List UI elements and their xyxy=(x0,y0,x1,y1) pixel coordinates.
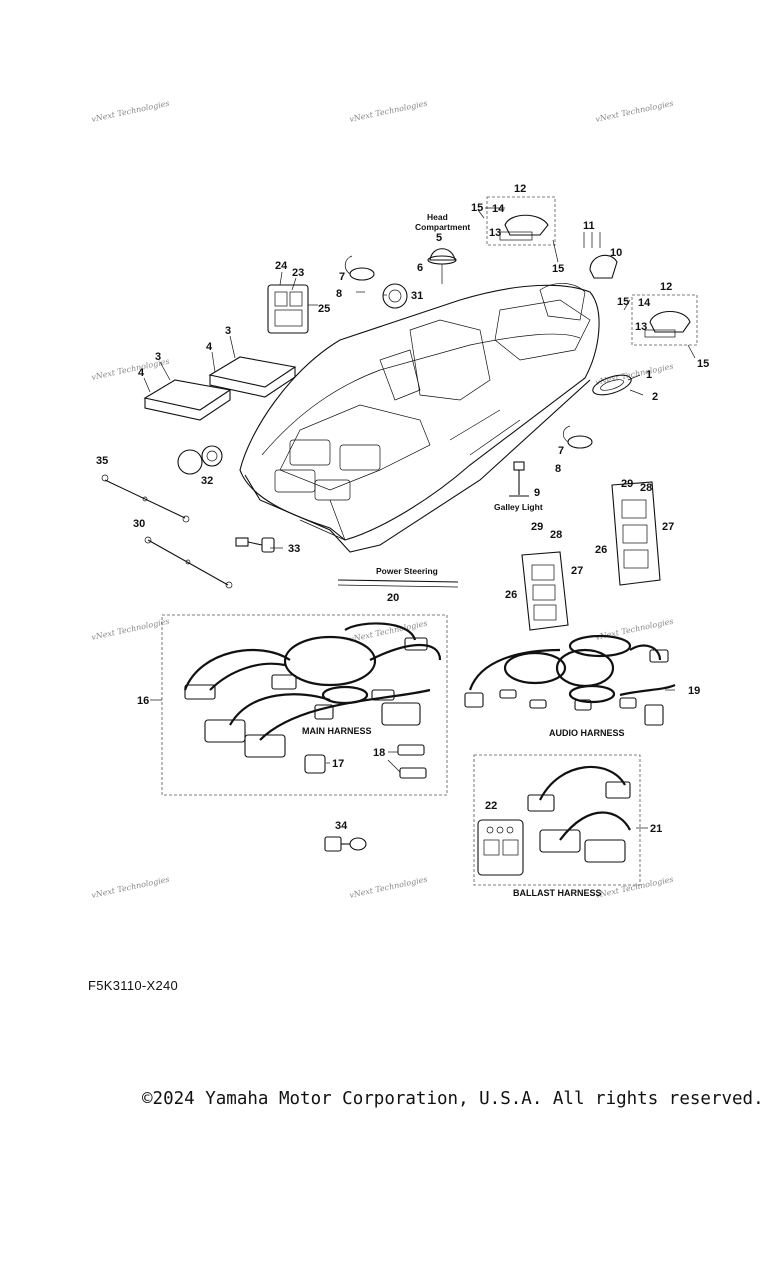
callout-26b: 26 xyxy=(595,544,607,556)
cable-30 xyxy=(144,536,233,589)
label-ballast-harness: BALLAST HARNESS xyxy=(513,888,602,898)
callouts: 1 2 3 3 4 4 5 6 7 7 8 8 9 10 11 12 12 13… xyxy=(96,183,709,835)
callout-34: 34 xyxy=(335,820,348,832)
watermark: vNext Technologies xyxy=(349,619,429,644)
audio-harness xyxy=(464,634,676,726)
watermarks: vNext Technologies vNext Technologies vN… xyxy=(91,99,675,900)
callout-19: 19 xyxy=(688,685,700,697)
caption-head-compartment-line2: Compartment xyxy=(415,222,470,232)
switch-panel-22 xyxy=(477,819,524,876)
callout-2: 2 xyxy=(652,391,658,403)
ballast-harness xyxy=(473,754,641,886)
callout-27a: 27 xyxy=(571,565,583,577)
label-main-harness: MAIN HARNESS xyxy=(302,726,372,736)
callout-12b: 12 xyxy=(660,281,672,293)
leader-lines xyxy=(143,207,696,829)
callout-13b: 13 xyxy=(635,321,647,333)
callout-28b: 28 xyxy=(640,482,652,494)
callout-29a: 29 xyxy=(531,521,543,533)
callout-35: 35 xyxy=(96,455,108,467)
watermark: vNext Technologies xyxy=(595,875,675,900)
callout-20: 20 xyxy=(387,592,399,604)
ballast-panel-left xyxy=(521,551,569,631)
callout-30: 30 xyxy=(133,518,145,530)
callout-4b: 4 xyxy=(206,341,213,353)
watermark: vNext Technologies xyxy=(91,99,171,124)
courtesy-light xyxy=(344,255,593,449)
caption-head-compartment-line1: Head xyxy=(427,212,448,222)
callout-11: 11 xyxy=(583,220,595,232)
main-harness xyxy=(161,614,448,796)
cable-35 xyxy=(101,474,190,523)
gauge-31 xyxy=(382,283,408,309)
copyright-notice: ©2024 Yamaha Motor Corporation, U.S.A. A… xyxy=(142,1089,764,1109)
callout-27b: 27 xyxy=(662,521,674,533)
galley-light xyxy=(509,461,529,497)
speaker-10 xyxy=(589,254,618,279)
callout-6: 6 xyxy=(417,262,423,274)
callout-10: 10 xyxy=(610,247,622,259)
screws-11 xyxy=(583,232,601,248)
callout-14b: 14 xyxy=(638,297,651,309)
callout-18: 18 xyxy=(373,747,385,759)
callout-1: 1 xyxy=(646,369,652,381)
callout-26a: 26 xyxy=(505,589,517,601)
callout-15d: 15 xyxy=(697,358,709,370)
callout-21: 21 xyxy=(650,823,662,835)
speaker-light-assembly-right xyxy=(631,294,698,346)
callout-9: 9 xyxy=(534,487,540,499)
connectors-18 xyxy=(397,744,427,779)
watermark: vNext Technologies xyxy=(595,99,675,124)
power-steering-cable xyxy=(337,579,459,588)
callout-15a: 15 xyxy=(471,202,483,214)
speaker-light-assembly-top xyxy=(486,196,556,246)
caption-galley-light: Galley Light xyxy=(494,502,543,512)
callout-13a: 13 xyxy=(489,227,501,239)
callout-8a: 8 xyxy=(336,288,342,300)
callout-16: 16 xyxy=(137,695,149,707)
callout-15c: 15 xyxy=(617,296,629,308)
callout-8b: 8 xyxy=(555,463,561,475)
caption-power-steering: Power Steering xyxy=(376,566,438,576)
callout-3a: 3 xyxy=(155,351,161,363)
watermark: vNext Technologies xyxy=(595,617,675,642)
watermark: vNext Technologies xyxy=(349,875,429,900)
callout-4a: 4 xyxy=(138,367,145,379)
callout-5: 5 xyxy=(436,232,442,244)
callout-23: 23 xyxy=(292,267,304,279)
label-audio-harness: AUDIO HARNESS xyxy=(549,728,625,738)
watermark: vNext Technologies xyxy=(91,875,171,900)
callout-14a: 14 xyxy=(492,203,505,215)
callout-7b: 7 xyxy=(558,445,564,457)
watermark: vNext Technologies xyxy=(349,99,429,124)
callout-17: 17 xyxy=(332,758,344,770)
callout-31: 31 xyxy=(411,290,423,302)
diagram-part-code: F5K3110-X240 xyxy=(88,978,179,993)
callout-3b: 3 xyxy=(225,325,231,337)
callout-28a: 28 xyxy=(550,529,562,541)
callout-25: 25 xyxy=(318,303,330,315)
callout-32: 32 xyxy=(201,475,213,487)
battery-trays xyxy=(143,356,297,421)
sensor-33 xyxy=(235,537,275,553)
callout-33: 33 xyxy=(288,543,300,555)
power-outlet-32 xyxy=(177,445,223,475)
switch-panel-bracket xyxy=(267,284,309,334)
callout-22: 22 xyxy=(485,800,497,812)
watermark: vNext Technologies xyxy=(91,617,171,642)
callout-12a: 12 xyxy=(514,183,526,195)
callout-24: 24 xyxy=(275,260,288,272)
callout-29b: 29 xyxy=(621,478,633,490)
ballast-panel-right xyxy=(611,481,661,586)
boat-hull xyxy=(239,283,600,553)
callout-15b: 15 xyxy=(552,263,564,275)
connector-34 xyxy=(324,836,367,852)
callout-7a: 7 xyxy=(339,271,345,283)
head-compartment-light xyxy=(427,248,457,284)
relay-17 xyxy=(304,754,326,774)
